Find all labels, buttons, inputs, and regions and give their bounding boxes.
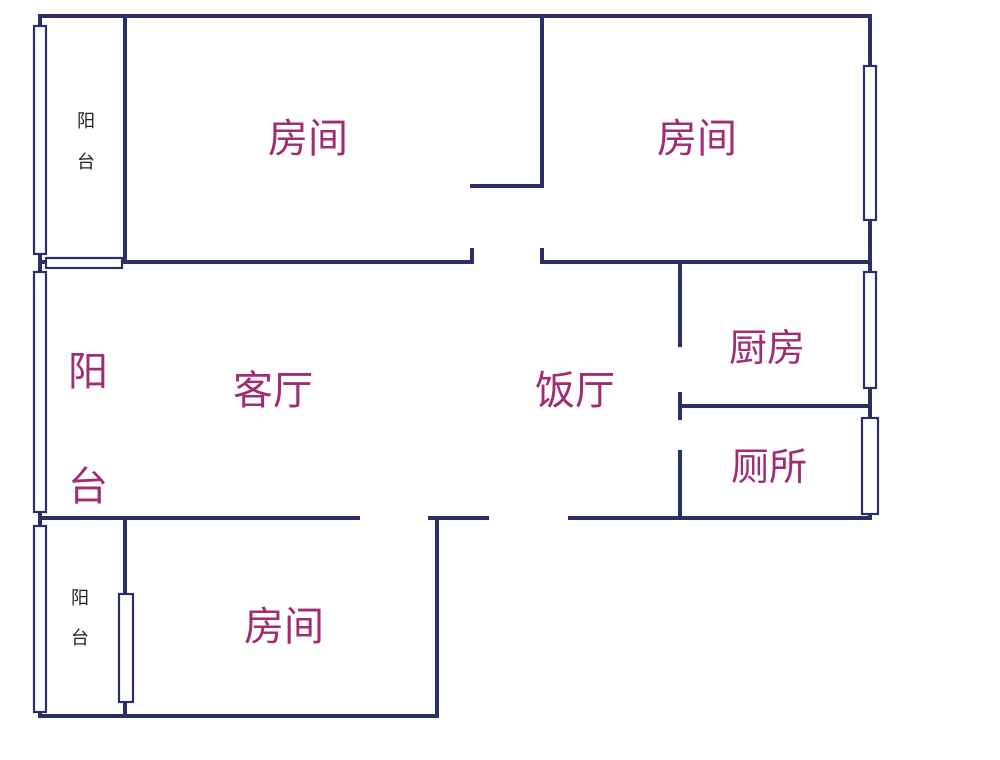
window-balcony-sep <box>44 256 124 270</box>
label-living-room: 客厅 <box>233 368 313 414</box>
window-balcony-middle <box>32 270 48 514</box>
window-balcony-top <box>32 24 48 256</box>
label-balcony-middle-2: 台 <box>68 464 108 510</box>
label-balcony-middle-1: 阳 <box>68 349 108 395</box>
label-balcony-bottom-2: 台 <box>71 628 89 649</box>
label-dining-room: 饭厅 <box>535 368 615 414</box>
label-kitchen: 厨房 <box>729 326 805 370</box>
window-kitchen <box>862 270 878 390</box>
label-balcony-top-1: 阳 <box>77 111 95 132</box>
label-bedroom-top-right: 房间 <box>657 116 737 162</box>
label-bedroom-bottom: 房间 <box>244 604 324 650</box>
label-bedroom-top-left: 房间 <box>268 116 348 162</box>
label-balcony-bottom-1: 阳 <box>71 588 89 609</box>
balcony-labels: 阳 台 阳 台 阳 台 <box>68 111 108 649</box>
label-balcony-top-2: 台 <box>77 152 95 173</box>
window-bedroom-top-right <box>862 64 878 222</box>
window-toilet <box>860 416 880 516</box>
window-balcony-bottom-outer <box>32 524 48 714</box>
label-toilet: 厕所 <box>731 445 807 489</box>
windows <box>32 24 880 714</box>
window-bedroom-bottom <box>117 592 135 704</box>
room-labels: 房间 房间 客厅 饭厅 厨房 厕所 房间 <box>233 116 807 650</box>
